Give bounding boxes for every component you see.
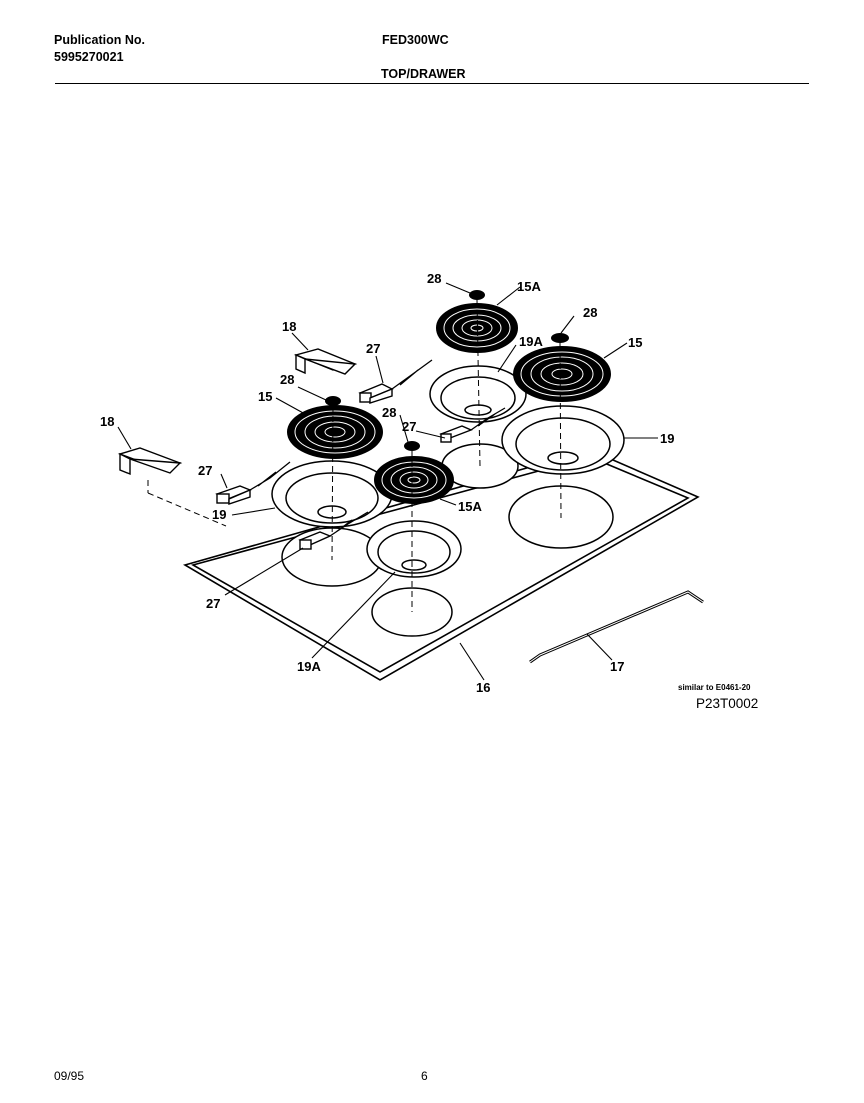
callout-17: 17 (610, 659, 624, 674)
callout-28-mid: 28 (382, 405, 396, 420)
callout-27-left: 27 (198, 463, 212, 478)
callout-28-left: 28 (280, 372, 294, 387)
section-title: TOP/DRAWER (381, 67, 466, 81)
leader-lines (117, 282, 658, 681)
callout-15-right: 15 (628, 335, 642, 350)
similar-note: similar to E0461-20 (678, 683, 751, 692)
footer-date: 09/95 (54, 1069, 85, 1083)
alignment-lines (147, 299, 562, 612)
diagram-code: P23T0002 (696, 696, 758, 711)
callout-18-left: 18 (100, 414, 114, 429)
callout-19a-bottom: 19A (297, 659, 321, 674)
surface-element-15a-front (374, 456, 454, 504)
callout-19-left: 19 (212, 507, 226, 522)
surface-element-15-right (513, 346, 611, 402)
callout-28-right: 28 (583, 305, 597, 320)
callout-19-right: 19 (660, 431, 674, 446)
publication-number: 5995270021 (54, 50, 124, 64)
drip-pan-19-right (501, 405, 625, 475)
terminal-wires (249, 359, 506, 537)
support-rod-17 (529, 590, 704, 664)
callout-15-left: 15 (258, 389, 272, 404)
callout-28-top: 28 (427, 271, 441, 286)
receptacle-blocks-27 (215, 383, 473, 550)
callout-27-bottom: 27 (206, 596, 220, 611)
callout-19a-top: 19A (519, 334, 543, 349)
callout-18-top: 18 (282, 319, 296, 334)
surface-element-15a-back (436, 303, 518, 353)
publication-label: Publication No. (54, 33, 145, 47)
drip-pan-19a-back (429, 365, 527, 423)
header-rule (55, 83, 809, 84)
drip-pan-19a-front (366, 520, 462, 578)
brackets-18 (117, 348, 358, 476)
page-number: 6 (421, 1069, 428, 1083)
surface-element-15-left (287, 405, 383, 459)
callout-27-mid: 27 (402, 419, 416, 434)
model-number: FED300WC (382, 33, 449, 47)
callout-labels: 28 15A 18 27 28 19A 15 28 15 27 28 18 19… (100, 271, 674, 695)
callout-27-top: 27 (366, 341, 380, 356)
element-caps-28 (325, 290, 569, 451)
callout-16: 16 (476, 680, 490, 695)
callout-15a-top: 15A (517, 279, 541, 294)
callout-15a-front: 15A (458, 499, 482, 514)
